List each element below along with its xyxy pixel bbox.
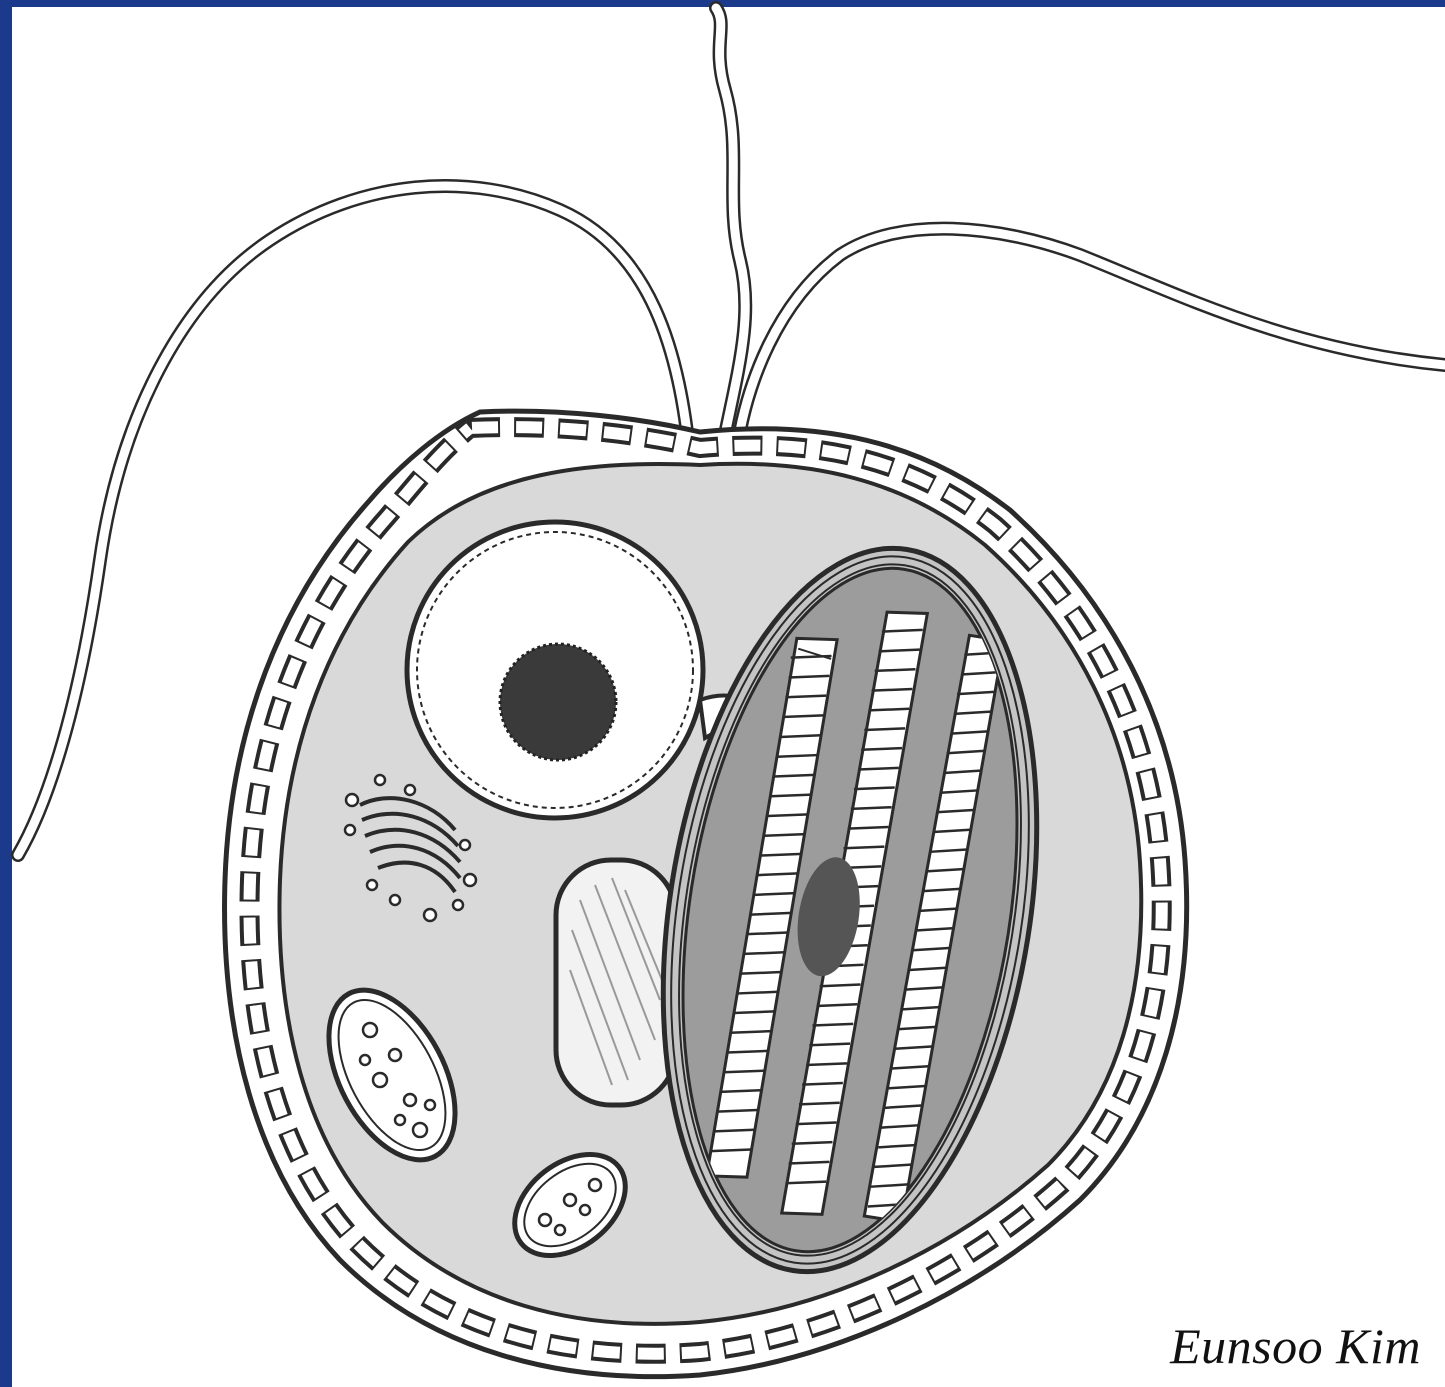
flagellum-icon — [735, 229, 1445, 462]
author-credit: Eunsoo Kim — [1170, 1317, 1421, 1375]
starch-grain-icon — [556, 860, 676, 1105]
flagellum-icon — [716, 8, 745, 460]
